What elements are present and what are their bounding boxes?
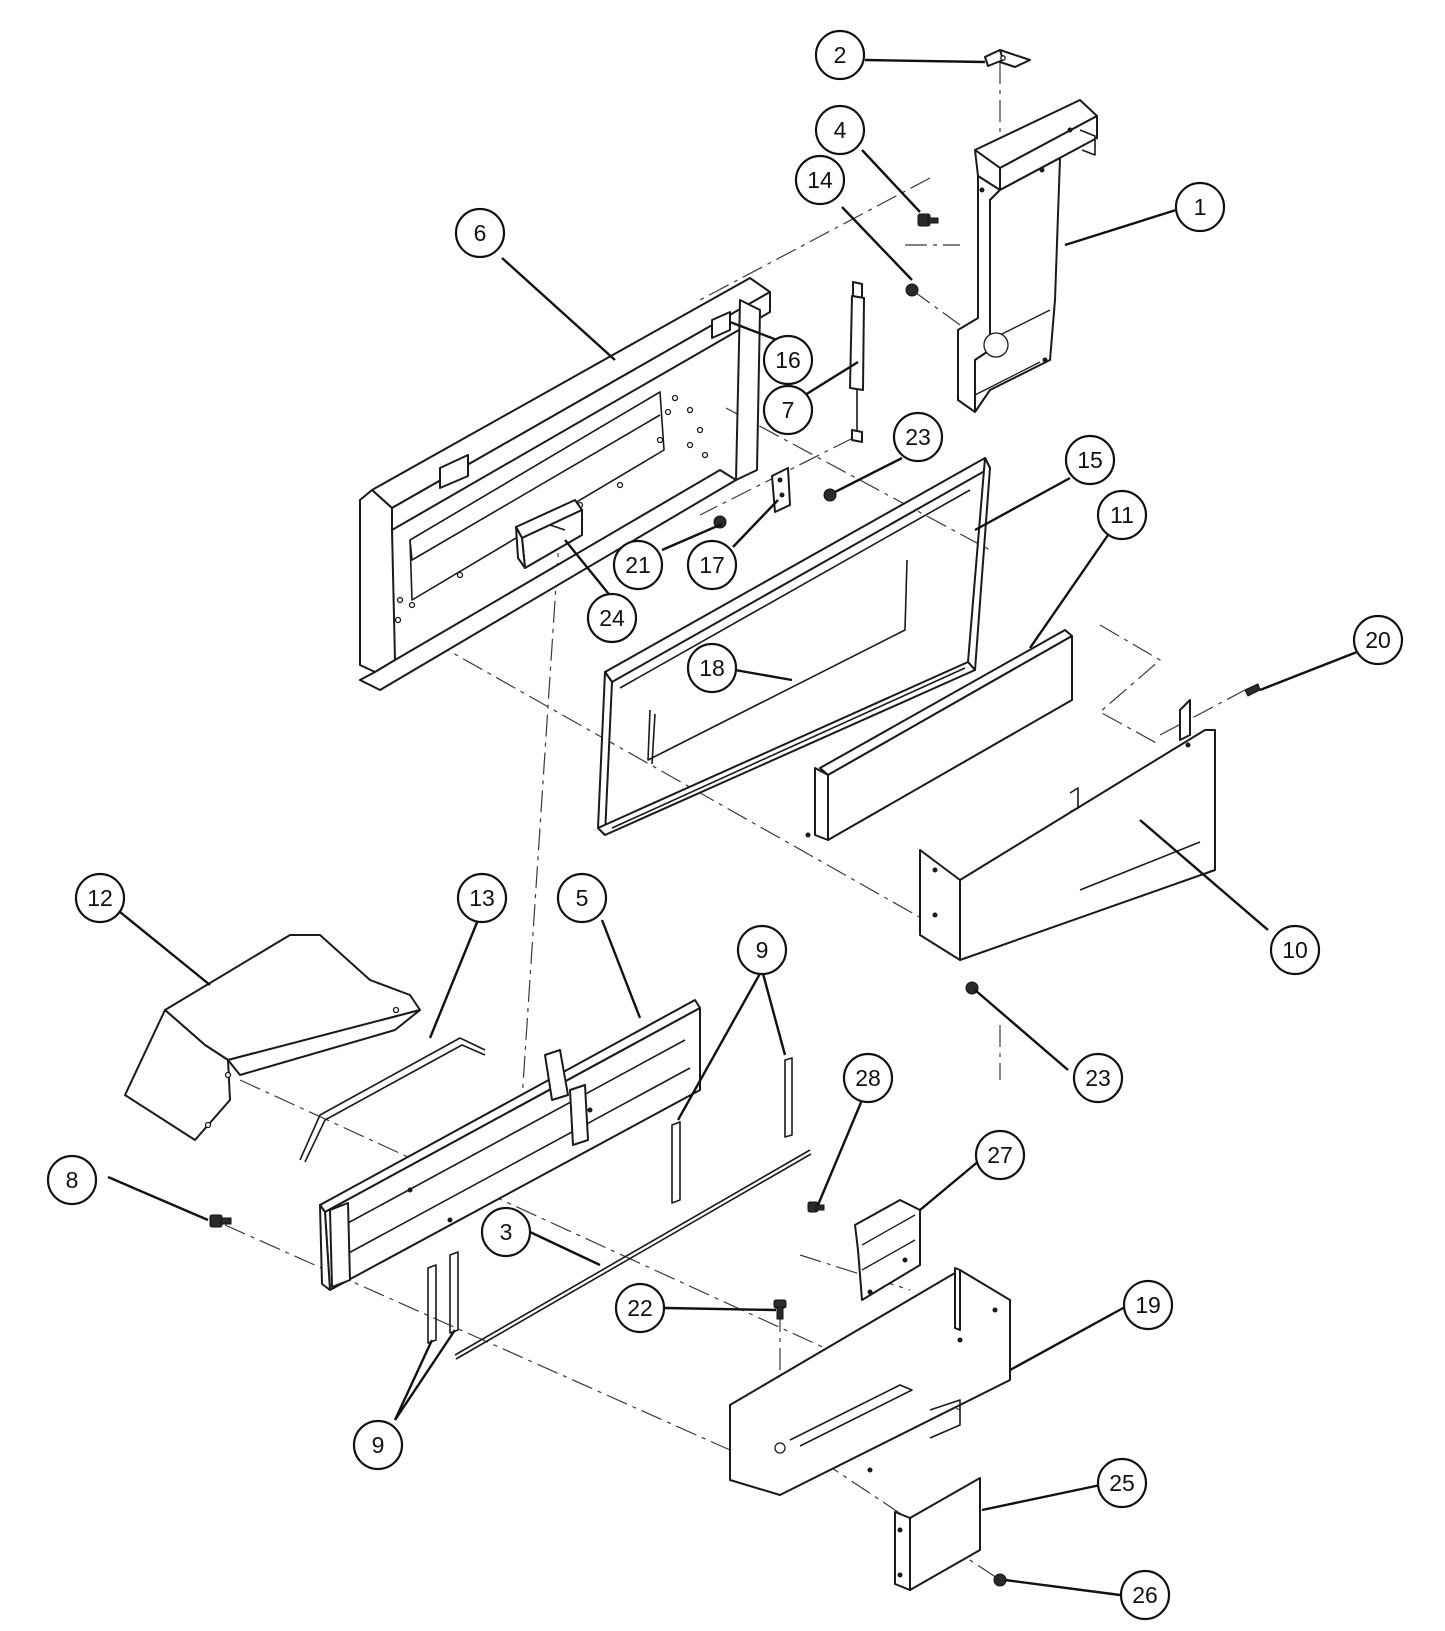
callout-9-lower: 9 bbox=[352, 1419, 404, 1471]
svg-text:13: 13 bbox=[469, 885, 495, 911]
callout-5: 5 bbox=[556, 872, 608, 924]
part-10-box bbox=[919, 699, 1216, 961]
svg-text:4: 4 bbox=[834, 117, 847, 143]
part-22-bolt bbox=[773, 1299, 787, 1320]
part-28-bolt bbox=[807, 1201, 825, 1213]
callout-16: 16 bbox=[762, 334, 814, 386]
part-15-window-frame bbox=[597, 457, 991, 836]
part-26-nut bbox=[993, 1573, 1007, 1587]
svg-text:14: 14 bbox=[807, 167, 833, 193]
svg-text:8: 8 bbox=[66, 1167, 79, 1193]
part-17-strut-bracket bbox=[771, 467, 791, 513]
svg-text:3: 3 bbox=[500, 1219, 513, 1245]
svg-text:20: 20 bbox=[1365, 627, 1391, 653]
part-4-bolt bbox=[917, 213, 939, 227]
callout-4: 4 bbox=[814, 104, 866, 156]
part-14-nut bbox=[905, 283, 919, 297]
callout-27: 27 bbox=[974, 1129, 1026, 1181]
svg-text:26: 26 bbox=[1132, 1582, 1158, 1608]
part-11-panel bbox=[805, 629, 1073, 841]
part-13-trim bbox=[299, 1037, 486, 1163]
svg-text:17: 17 bbox=[699, 552, 725, 578]
callout-6: 6 bbox=[454, 207, 506, 259]
callout-19: 19 bbox=[1122, 1279, 1174, 1331]
svg-text:7: 7 bbox=[782, 397, 795, 423]
leader-lines bbox=[107, 58, 1358, 1597]
callout-26: 26 bbox=[1119, 1569, 1171, 1621]
part-20-pin bbox=[1244, 683, 1261, 697]
part-1-upright-frame bbox=[957, 99, 1098, 413]
callouts: 1 2 3 4 5 6 7 8 9 9 10 11 12 13 14 15 16… bbox=[46, 29, 1404, 1621]
part-24-latch bbox=[515, 499, 583, 569]
svg-text:27: 27 bbox=[987, 1142, 1013, 1168]
callout-28: 28 bbox=[842, 1052, 894, 1104]
svg-text:2: 2 bbox=[834, 42, 847, 68]
callout-22: 22 bbox=[614, 1282, 666, 1334]
svg-text:11: 11 bbox=[1110, 502, 1134, 528]
part-7-gas-strut bbox=[849, 281, 865, 443]
part-18-seal bbox=[647, 559, 908, 765]
callout-2: 2 bbox=[814, 29, 866, 81]
callout-24: 24 bbox=[586, 592, 638, 644]
svg-text:18: 18 bbox=[699, 655, 725, 681]
svg-text:15: 15 bbox=[1077, 447, 1103, 473]
svg-text:25: 25 bbox=[1109, 1470, 1135, 1496]
callout-23-upper: 23 bbox=[892, 411, 944, 463]
callout-3: 3 bbox=[480, 1206, 532, 1258]
svg-text:22: 22 bbox=[627, 1295, 653, 1321]
svg-text:16: 16 bbox=[775, 347, 801, 373]
svg-text:21: 21 bbox=[625, 552, 651, 578]
part-3-rod bbox=[454, 1149, 812, 1360]
callout-9-upper: 9 bbox=[736, 924, 788, 976]
part-8-bolt bbox=[209, 1214, 232, 1228]
part-12-fender bbox=[124, 934, 421, 1141]
callout-13: 13 bbox=[456, 872, 508, 924]
lid-fastener-holes bbox=[394, 394, 709, 624]
part-27-plate bbox=[854, 1199, 921, 1301]
part-9-strips bbox=[427, 1057, 793, 1344]
svg-text:1: 1 bbox=[1194, 194, 1207, 220]
part-2-bracket bbox=[984, 49, 1031, 68]
callout-15: 15 bbox=[1064, 434, 1116, 486]
part-25-panel bbox=[894, 1477, 981, 1591]
callout-10: 10 bbox=[1269, 924, 1321, 976]
callout-25: 25 bbox=[1096, 1457, 1148, 1509]
callout-7: 7 bbox=[762, 384, 814, 436]
svg-text:23: 23 bbox=[1085, 1065, 1111, 1091]
callout-1: 1 bbox=[1174, 181, 1226, 233]
callout-8: 8 bbox=[46, 1154, 98, 1206]
callout-21: 21 bbox=[612, 539, 664, 591]
callout-18: 18 bbox=[686, 642, 738, 694]
svg-text:6: 6 bbox=[474, 220, 487, 246]
svg-text:28: 28 bbox=[855, 1065, 881, 1091]
part-23-nut-upper bbox=[823, 488, 837, 502]
part-6-lid-frame bbox=[359, 277, 771, 691]
part-5-frame bbox=[319, 999, 701, 1291]
callout-12: 12 bbox=[74, 872, 126, 924]
svg-text:9: 9 bbox=[372, 1432, 385, 1458]
callout-20: 20 bbox=[1352, 614, 1404, 666]
svg-text:24: 24 bbox=[599, 605, 625, 631]
svg-text:10: 10 bbox=[1282, 937, 1308, 963]
svg-text:12: 12 bbox=[87, 885, 113, 911]
callout-11: 11 bbox=[1096, 489, 1148, 541]
svg-text:5: 5 bbox=[576, 885, 589, 911]
callout-17: 17 bbox=[686, 539, 738, 591]
svg-text:19: 19 bbox=[1135, 1292, 1161, 1318]
part-19-base bbox=[729, 1267, 1011, 1496]
svg-text:23: 23 bbox=[905, 424, 931, 450]
svg-text:9: 9 bbox=[756, 937, 769, 963]
callout-14: 14 bbox=[794, 154, 846, 206]
callout-23-lower: 23 bbox=[1072, 1052, 1124, 1104]
